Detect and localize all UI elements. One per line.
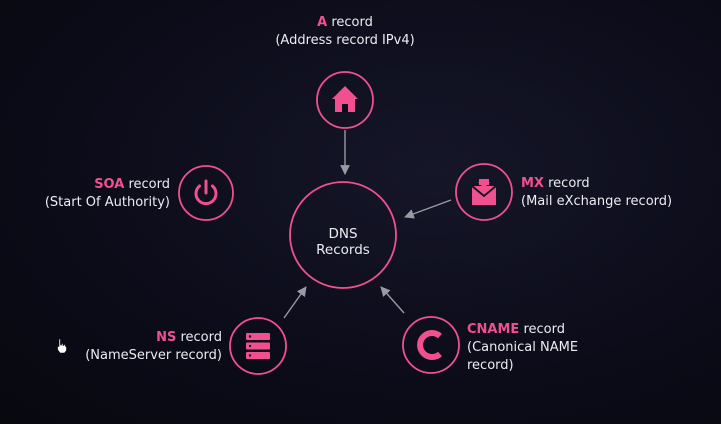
hand-cursor-icon	[57, 338, 67, 354]
mx-record-node	[455, 163, 513, 221]
soa-record-node	[178, 165, 234, 221]
cname-record-description-line1: (Canonical NAME	[467, 340, 579, 355]
arrow-ns-to-center	[283, 286, 307, 319]
mx-record-description: (Mail eXchange record)	[521, 194, 673, 209]
power-icon	[194, 179, 218, 206]
home-icon	[332, 86, 358, 112]
mx-record-label: MX record (Mail eXchange record)	[521, 175, 711, 211]
mx-record-type: MX	[521, 176, 544, 191]
ns-record-suffix: record	[180, 330, 222, 345]
a-record-title: A record	[259, 14, 431, 32]
soa-record-label: SOA record (Start Of Authority)	[20, 176, 170, 212]
soa-record-type: SOA	[94, 177, 125, 192]
a-record-description: (Address record IPv4)	[275, 33, 415, 48]
mx-record-suffix: record	[548, 176, 590, 191]
a-record-node	[316, 71, 374, 129]
mail-icon	[471, 179, 497, 205]
center-node	[289, 181, 397, 289]
arrow-mx-to-center	[404, 199, 452, 219]
ns-record-description: (NameServer record)	[85, 348, 222, 363]
soa-record-title: SOA record	[20, 176, 170, 194]
center-label-text: DNS Records	[316, 226, 370, 258]
a-record-suffix: record	[331, 15, 373, 30]
a-record-label: A record (Address record IPv4)	[259, 14, 431, 50]
cname-record-description-line2: record)	[467, 358, 514, 373]
letter-c-icon	[417, 330, 442, 360]
soa-record-description: (Start Of Authority)	[44, 195, 170, 210]
cname-record-label: CNAME record (Canonical NAME record)	[467, 321, 637, 375]
ns-record-title: NS record	[60, 329, 222, 347]
ns-record-node	[229, 317, 287, 375]
center-label: DNS Records	[300, 226, 386, 258]
arrow-cname-to-center	[380, 286, 405, 314]
cname-record-node	[402, 316, 460, 374]
mx-record-title: MX record	[521, 175, 711, 193]
cname-record-title: CNAME record	[467, 321, 637, 339]
ns-record-label: NS record (NameServer record)	[60, 329, 222, 365]
ns-record-type: NS	[156, 330, 177, 345]
server-icon	[246, 333, 270, 359]
cname-record-type: CNAME	[467, 322, 520, 337]
cname-record-suffix: record	[523, 322, 565, 337]
soa-record-suffix: record	[128, 177, 170, 192]
a-record-type: A	[317, 15, 328, 30]
